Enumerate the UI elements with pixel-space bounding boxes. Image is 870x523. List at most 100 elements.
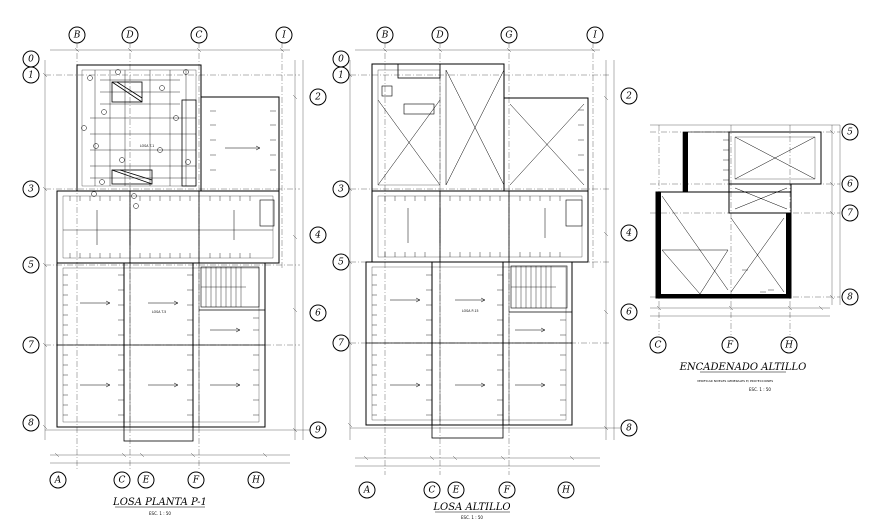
title-block-1: LOSA PLANTA P-1 ESC. 1 : 50 [112, 497, 207, 516]
title-block-2: LOSA ALTILLO ESC. 1 : 50 [432, 502, 510, 520]
drawing-scale-3: ESC. 1 : 50 [749, 387, 771, 392]
grid-axis-circle [332, 334, 350, 352]
grid-axis-circle [500, 26, 518, 44]
grid-axis-bubble: 4 [309, 226, 327, 244]
grid-axis-bubble: 1 [332, 66, 350, 84]
grid-axis-label: E [142, 476, 150, 486]
grid-axis-label: I [592, 31, 597, 41]
grid-axis-label: 6 [626, 308, 632, 318]
grid-axis-label: 5 [28, 261, 34, 271]
grid-axis-label: C [429, 486, 436, 496]
room-label: LOSA P-15 [462, 309, 479, 313]
grid-axis-bubble: 7 [22, 336, 40, 354]
grid-axis-circle [841, 175, 859, 193]
grid-axis-label: E [452, 486, 460, 496]
grid-axis-bubble: 3 [332, 180, 350, 198]
grid-axis-bubble: F [721, 336, 739, 354]
grid-axis-label: F [192, 476, 200, 486]
grid-axis-bubble: C [649, 336, 667, 354]
drawing-title-2: LOSA ALTILLO [432, 502, 510, 513]
grid-axis-circle [841, 288, 859, 306]
grid-axis-label: H [561, 486, 570, 496]
grid-axis-bubble: B [376, 26, 394, 44]
grid-axis-bubble: F [187, 471, 205, 489]
grid-axis-label: B [73, 31, 81, 41]
grid-axis-label: F [503, 486, 511, 496]
grid-axis-bubble: I [275, 26, 293, 44]
grid-axis-label: 3 [338, 185, 344, 195]
grid-axis-label: 8 [847, 293, 853, 303]
grid-axis-bubble: 6 [841, 175, 859, 193]
grid-axis-label: C [119, 476, 126, 486]
grid-axis-circle [22, 180, 40, 198]
grid-axis-circle [557, 481, 575, 499]
grid-axis-bubble: C [190, 26, 208, 44]
drawing-title-1: LOSA PLANTA P-1 [112, 497, 207, 508]
grid-axis-bubble: 2 [620, 87, 638, 105]
grid-axis-label: H [251, 476, 260, 486]
grid-axis-label: A [363, 486, 371, 496]
grid-axis-circle [431, 26, 449, 44]
grid-axis-label: 5 [338, 258, 344, 268]
grid-axis-circle [309, 226, 327, 244]
grid-axis-label: 3 [28, 185, 34, 195]
grid-axis-bubble: D [121, 26, 139, 44]
grid-axis-circle [247, 471, 265, 489]
grid-axis-circle [309, 88, 327, 106]
drawing-note-3: VERIFICAR NIVELES GENERALES E/ PROYECCIO… [697, 379, 773, 383]
grid-axis-bubble: 8 [620, 419, 638, 437]
grid-axis-bubble: E [137, 471, 155, 489]
grid-axis-label: F [726, 341, 734, 351]
grid-axis-label: D [435, 31, 443, 41]
grid-axis-circle [332, 253, 350, 271]
grid-axis-label: G [505, 31, 512, 41]
grid-axis-label: 1 [28, 71, 34, 81]
grid-axis-circle [137, 471, 155, 489]
grid-axis-circle [376, 26, 394, 44]
grid-axis-bubble: 6 [620, 303, 638, 321]
grid-axis-bubble: 8 [841, 288, 859, 306]
grid-axis-circle [841, 123, 859, 141]
grid-axis-bubble: 5 [22, 256, 40, 274]
grid-axis-label: H [784, 341, 793, 351]
grid-axis-label: 7 [28, 341, 34, 351]
grid-axis-circle [121, 26, 139, 44]
grid-axis-circle [620, 419, 638, 437]
grid-axis-label: 2 [314, 93, 321, 103]
drawing-title-3: ENCADENADO ALTILLO [679, 362, 807, 373]
grid-axis-label: 6 [847, 180, 853, 190]
grid-axis-circle [113, 471, 131, 489]
grid-axis-circle [275, 26, 293, 44]
grid-axis-bubble: 0 [332, 50, 350, 68]
encadenado-altillo-drawing [650, 124, 841, 335]
grid-axis-label: 1 [338, 71, 344, 81]
drawing-scale-1: ESC. 1 : 50 [149, 511, 171, 516]
grid-axis-circle [190, 26, 208, 44]
title-block-3: ENCADENADO ALTILLO VERIFICAR NIVELES GEN… [679, 362, 807, 392]
grid-axis-label: 5 [847, 128, 853, 138]
grid-axis-circle [423, 481, 441, 499]
grid-axis-bubble: 8 [22, 414, 40, 432]
grid-axis-bubble: 0 [22, 50, 40, 68]
grid-axis-circle [49, 471, 67, 489]
grid-axis-circle [721, 336, 739, 354]
grid-axis-circle [22, 256, 40, 274]
grid-axis-circle [309, 421, 327, 439]
grid-axis-circle [187, 471, 205, 489]
grid-axis-circle [498, 481, 516, 499]
grid-axis-circle [841, 204, 859, 222]
grid-axis-label: 0 [338, 55, 344, 65]
grid-axis-circle [22, 336, 40, 354]
grid-axis-label: 4 [625, 229, 632, 239]
grid-axis-circle [620, 87, 638, 105]
drawing-scale-2: ESC. 1 : 50 [461, 515, 483, 520]
grid-axis-bubble: A [49, 471, 67, 489]
grid-axis-bubble: E [447, 481, 465, 499]
grid-axis-circle [620, 224, 638, 242]
grid-axis-bubble: 7 [332, 334, 350, 352]
grid-axis-label: C [196, 31, 203, 41]
grid-axis-bubble: 5 [332, 253, 350, 271]
grid-axis-bubble: F [498, 481, 516, 499]
